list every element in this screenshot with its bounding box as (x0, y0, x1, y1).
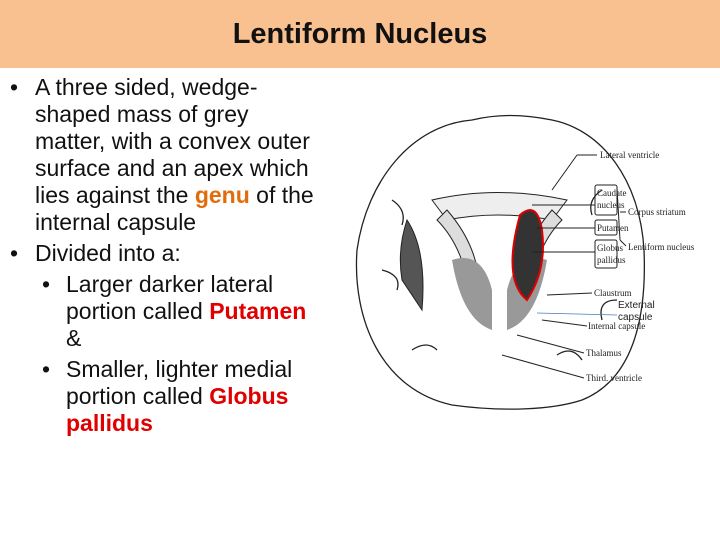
label-lentiform: Lentiform nucleus (628, 242, 695, 252)
bullet-list: A three sided, wedge-shaped mass of grey… (10, 74, 320, 441)
putamen-left (399, 218, 424, 312)
label-capsule: capsule (618, 312, 653, 323)
label-third-ventricle: Third. ventricle (586, 373, 642, 383)
label-boxes (594, 184, 618, 269)
brain-section-diagram: Lateral ventricle Caudate nucleus Corpus… (355, 114, 695, 410)
bullet-tail: & (66, 325, 82, 351)
label-claustrum: Claustrum (594, 288, 632, 298)
label-globus: Globus (597, 243, 624, 253)
highlight-putamen: Putamen (209, 298, 307, 324)
bullet-divided: Divided into a: (10, 240, 320, 267)
bullet-description: A three sided, wedge-shaped mass of grey… (10, 74, 320, 236)
highlight-genu: genu (194, 182, 250, 208)
label-corpus-striatum: Corpus striatum (628, 207, 686, 217)
slide-title: Lentiform Nucleus (232, 17, 488, 50)
label-pallidus: pallidus (597, 255, 626, 265)
ventricles (431, 192, 568, 312)
bullet-text: Larger darker lateral portion called (66, 271, 274, 324)
label-caudate-2: nucleus (597, 200, 625, 210)
label-putamen: Putamen (597, 223, 629, 233)
bullet-text: Divided into a: (35, 240, 181, 266)
putamen-right (511, 209, 544, 302)
label-lateral-ventricle: Lateral ventricle (600, 150, 659, 160)
label-external: External (618, 300, 655, 311)
subbullet-globus: Smaller, lighter medial portion called G… (10, 356, 320, 437)
label-caudate: Caudate (597, 188, 627, 198)
title-bar: Lentiform Nucleus (0, 0, 720, 68)
label-internal-capsule: Internal capsule (588, 321, 645, 331)
bullet-tail: of the internal capsule (35, 182, 314, 235)
external-capsule-pointer (536, 312, 618, 316)
bullet-text: Smaller, lighter medial portion called (66, 356, 293, 409)
label-thalamus: Thalamus (586, 348, 622, 358)
highlight-globus: Globus pallidus (66, 383, 289, 436)
bullet-text: A three sided, wedge-shaped mass of grey… (35, 74, 310, 208)
brain-outline (355, 114, 646, 410)
subbullet-putamen: Larger darker lateral portion called Put… (10, 271, 320, 352)
label-lines (501, 154, 627, 379)
